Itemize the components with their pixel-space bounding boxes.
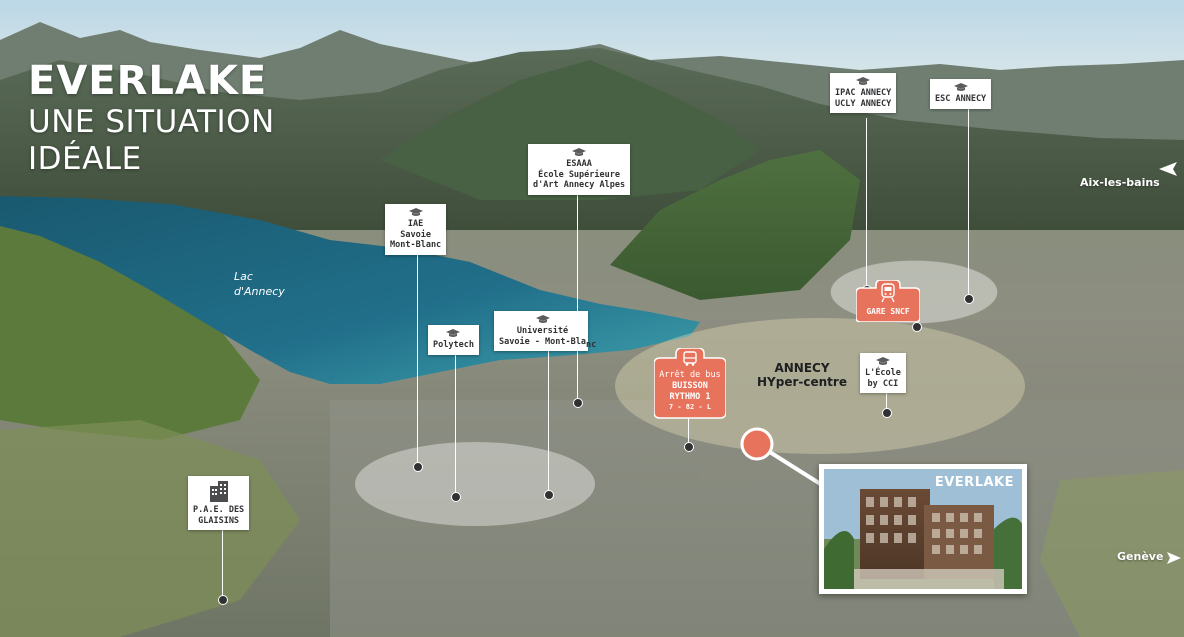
title-line-1: EVERLAKE (28, 58, 268, 104)
graduation-cap-icon (408, 208, 423, 216)
label-universite-line-1: Université (516, 326, 569, 336)
label-universite-tail: nc (586, 340, 597, 350)
label-ipac-ucly: IPAC ANNECY UCLY ANNECY (830, 73, 897, 114)
leader-line-polytech (455, 352, 456, 496)
label-ipac-line-2: UCLY ANNECY (835, 98, 892, 109)
gare-label: GARE SNCF (866, 307, 910, 316)
bus-stop-text: Arrêt de bus BUISSON RYTHMO 1 7 - 82 - L (654, 370, 726, 412)
direction-aix-les-bains: Aix-les-bains (1080, 176, 1160, 189)
graduation-cap-icon (953, 83, 968, 91)
label-ecole-cci: L'École by CCI (860, 353, 906, 394)
title-line-3: IDÉALE (28, 140, 142, 177)
label-pae-line-2: GLAISINS (198, 515, 240, 526)
label-ipac-line-1: IPAC ANNECY (835, 88, 892, 98)
label-pae-line-1: P.A.E. DES (193, 505, 245, 515)
map-pin (218, 595, 228, 605)
leader-line-ecole-cci (886, 392, 887, 412)
hyper-centre-line-2: HYper-centre (757, 374, 847, 389)
label-polytech-line-1: Polytech (433, 340, 474, 350)
map-pin (544, 490, 554, 500)
map-pin (684, 442, 694, 452)
everlake-photo-title: EVERLAKE (934, 475, 1014, 490)
bus-stop-badge (654, 348, 726, 419)
arrow-right-icon (1167, 552, 1181, 564)
lake-label-line-2: d'Annecy (234, 284, 285, 298)
label-esaaa-line-2: École Supérieure (538, 169, 620, 180)
leader-line-ipac (866, 118, 867, 288)
label-esc-line-1: ESC ANNECY (935, 94, 987, 104)
leader-line-bus (688, 418, 689, 446)
bus-stop-line-1: Arrêt de bus (659, 370, 721, 380)
leader-line-pae (222, 529, 223, 599)
label-universite-line-2: Savoie - Mont-Bla (499, 336, 586, 347)
label-esc-annecy: ESC ANNECY (930, 79, 992, 109)
graduation-cap-icon (856, 77, 871, 85)
label-esaaa: ESAAA École Supérieure d'Art Annecy Alpe… (528, 144, 631, 195)
bus-stop-line-4: 7 - 82 - L (668, 403, 712, 412)
label-esaaa-line-3: d'Art Annecy Alpes (533, 180, 626, 191)
bus-stop-line-3: RYTHMO 1 (669, 392, 711, 403)
map-pin (573, 398, 583, 408)
arrow-right-icon (1159, 162, 1177, 176)
direction-geneve: Genève (1117, 550, 1163, 563)
train-icon (881, 283, 895, 303)
bus-stop-marker: Arrêt de bus BUISSON RYTHMO 1 7 - 82 - L (654, 348, 726, 420)
graduation-cap-icon (572, 148, 587, 156)
label-ecole-cci-line-2: by CCI (867, 378, 899, 389)
hyper-centre-line-1: ANNECY (774, 361, 830, 375)
leader-line-esaaa (577, 194, 578, 402)
direction-aix-les-bains-label: Aix-les-bains (1080, 176, 1160, 189)
leader-line-esc (968, 104, 969, 298)
title-line-2: UNE SITUATION (28, 104, 275, 140)
bus-icon (683, 351, 697, 366)
label-polytech: Polytech (428, 325, 479, 355)
building-rendering-image (824, 469, 1022, 589)
gare-sncf-marker: GARE SNCF (855, 279, 921, 323)
label-pae-glaisins: P.A.E. DES GLAISINS (188, 476, 250, 531)
graduation-cap-icon (535, 315, 550, 323)
label-iae-line-2: Savoie (400, 229, 431, 240)
building-icon (209, 481, 228, 502)
label-iae-line-1: IAE (407, 219, 424, 229)
lake-label-line-1: Lac (234, 270, 253, 283)
graduation-cap-icon (875, 357, 890, 365)
everlake-photo: EVERLAKE (824, 469, 1022, 589)
label-ecole-cci-line-1: L'École (865, 368, 901, 378)
page-title: EVERLAKE UNE SITUATION IDÉALE (28, 60, 275, 175)
label-universite: Université Savoie - Mont-Bla (494, 311, 588, 352)
leader-line-iae (417, 254, 418, 466)
bus-stop-line-2: BUISSON (672, 381, 708, 392)
map-pin (912, 322, 922, 332)
label-iae-line-3: Mont-Blanc (390, 240, 442, 251)
map-pin (882, 408, 892, 418)
graduation-cap-icon (446, 329, 461, 337)
direction-geneve-label: Genève (1117, 550, 1164, 563)
map-pin (964, 294, 974, 304)
label-esaaa-line-1: ESAAA (566, 159, 592, 169)
label-iae: IAE Savoie Mont-Blanc (385, 204, 447, 255)
everlake-photo-card: EVERLAKE (819, 464, 1027, 594)
map-pin (451, 492, 461, 502)
leader-line-universite (548, 350, 549, 494)
label-hyper-centre: ANNECY HYper-centre (742, 361, 862, 390)
lake-label: Lac d'Annecy (234, 270, 285, 300)
map-pin (413, 462, 423, 472)
